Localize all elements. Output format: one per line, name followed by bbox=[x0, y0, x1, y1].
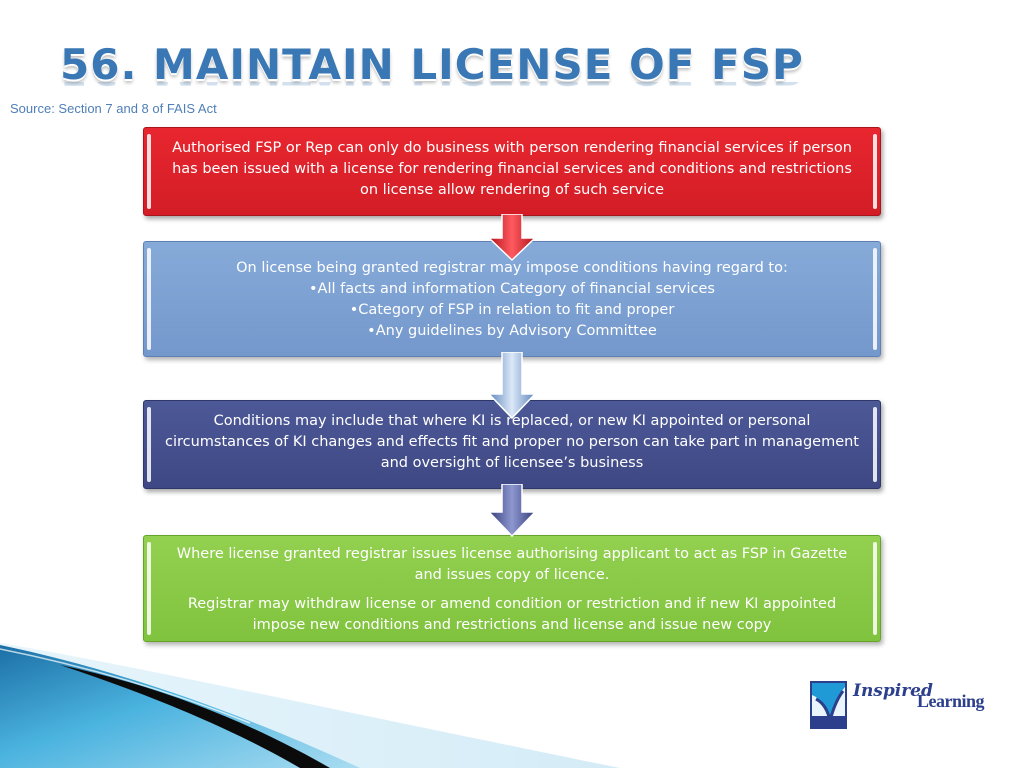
box-edge-highlight bbox=[873, 248, 877, 350]
flow-step-4-paragraph-2: Registrar may withdraw license or amend … bbox=[187, 596, 837, 633]
down-arrow-icon bbox=[487, 484, 537, 538]
decorative-swoosh bbox=[0, 643, 620, 768]
down-arrow-icon bbox=[487, 352, 537, 420]
box-edge-highlight bbox=[873, 134, 877, 209]
flow-step-3: Conditions may include that where KI is … bbox=[143, 400, 881, 489]
down-arrow-icon bbox=[487, 214, 537, 262]
box-edge-highlight bbox=[147, 248, 151, 350]
flow-step-2-bullet: •All facts and information Category of f… bbox=[309, 281, 715, 297]
flow-step-1-text: Authorised FSP or Rep can only do busine… bbox=[172, 140, 852, 198]
slide-title: 56. MAINTAIN LICENSE OF FSP bbox=[60, 40, 804, 89]
flow-step-2-intro: On license being granted registrar may i… bbox=[236, 260, 788, 276]
flow-step-2: On license being granted registrar may i… bbox=[143, 241, 881, 357]
logo-word-learning: Learning bbox=[917, 691, 985, 711]
flow-step-1: Authorised FSP or Rep can only do busine… bbox=[143, 127, 881, 216]
flow-step-4: Where license granted registrar issues l… bbox=[143, 535, 881, 642]
flow-step-4-paragraph-1: Where license granted registrar issues l… bbox=[176, 546, 848, 583]
flow-step-3-text: Conditions may include that where KI is … bbox=[164, 413, 859, 471]
logo-word-inspired: Inspired bbox=[853, 681, 933, 701]
source-citation: Source: Section 7 and 8 of FAIS Act bbox=[10, 101, 217, 116]
box-edge-highlight bbox=[147, 407, 151, 482]
flow-step-2-bullet: •Any guidelines by Advisory Committee bbox=[367, 323, 657, 339]
inspired-learning-logo-icon bbox=[810, 681, 847, 729]
box-edge-highlight bbox=[147, 134, 151, 209]
inspired-learning-logo: Inspired Learning bbox=[810, 681, 985, 731]
box-edge-highlight bbox=[873, 407, 877, 482]
slide-title-reflection: 56. MAINTAIN LICENSE OF FSP bbox=[60, 82, 804, 100]
box-edge-highlight bbox=[873, 542, 877, 635]
flow-step-2-bullet: •Category of FSP in relation to fit and … bbox=[349, 302, 675, 318]
box-edge-highlight bbox=[147, 542, 151, 635]
